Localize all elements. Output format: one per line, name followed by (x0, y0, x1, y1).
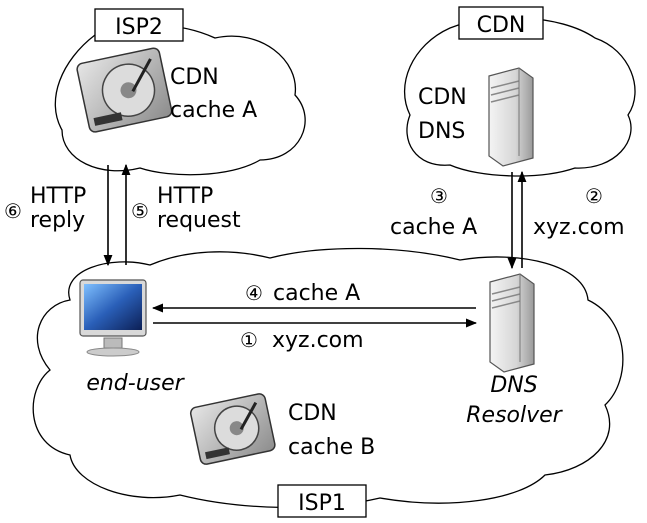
svg-text:xyz.com: xyz.com (533, 215, 625, 240)
svg-text:③: ③ (430, 184, 448, 208)
isp1-label: ISP1 (298, 491, 346, 516)
isp2-label-box: ISP2 (94, 8, 184, 42)
server-tower-icon (488, 67, 534, 167)
isp1-cloud (32, 247, 624, 509)
isp1-label-box: ISP1 (277, 484, 367, 518)
svg-text:HTTP: HTTP (30, 184, 86, 209)
svg-text:xyz.com: xyz.com (272, 328, 364, 353)
svg-text:cache A: cache A (273, 281, 360, 306)
hard-disk-icon (189, 393, 276, 465)
isp1-cache-line1: CDN (288, 401, 337, 426)
hard-disk-icon (76, 47, 173, 133)
svg-text:⑥: ⑥ (4, 199, 22, 223)
isp2-label: ISP2 (115, 15, 163, 40)
server-tower-icon (489, 273, 535, 373)
step-6-label: ⑥ HTTP reply (4, 184, 86, 233)
isp2-cache-line2: cache A (170, 98, 257, 123)
svg-text:HTTP: HTTP (157, 184, 213, 209)
svg-text:cache A: cache A (390, 215, 477, 240)
svg-text:①: ① (240, 328, 258, 352)
step-2-label: ② xyz.com (533, 184, 625, 240)
step-4-label: ④ cache A (245, 281, 360, 306)
step-1-label: ① xyz.com (240, 328, 364, 353)
dns-resolver-line1: DNS (490, 373, 537, 398)
svg-text:②: ② (585, 184, 603, 208)
step-3-label: ③ cache A (390, 184, 477, 240)
isp1-cache-line2: cache B (288, 435, 375, 460)
cdn-dns-line2: DNS (418, 119, 465, 144)
computer-monitor-icon (79, 279, 147, 357)
dns-resolver-line2: Resolver (466, 403, 563, 428)
svg-text:⑤: ⑤ (131, 199, 149, 223)
isp2-cache-line1: CDN (170, 65, 219, 90)
end-user-label: end-user (86, 371, 185, 396)
svg-text:reply: reply (30, 208, 85, 233)
cdn-dns-line1: CDN (418, 85, 467, 110)
svg-text:request: request (157, 208, 241, 233)
svg-text:④: ④ (245, 281, 263, 305)
cdn-label: CDN (477, 13, 526, 38)
cdn-label-box: CDN (458, 6, 544, 40)
step-5-label: ⑤ HTTP request (131, 184, 241, 233)
